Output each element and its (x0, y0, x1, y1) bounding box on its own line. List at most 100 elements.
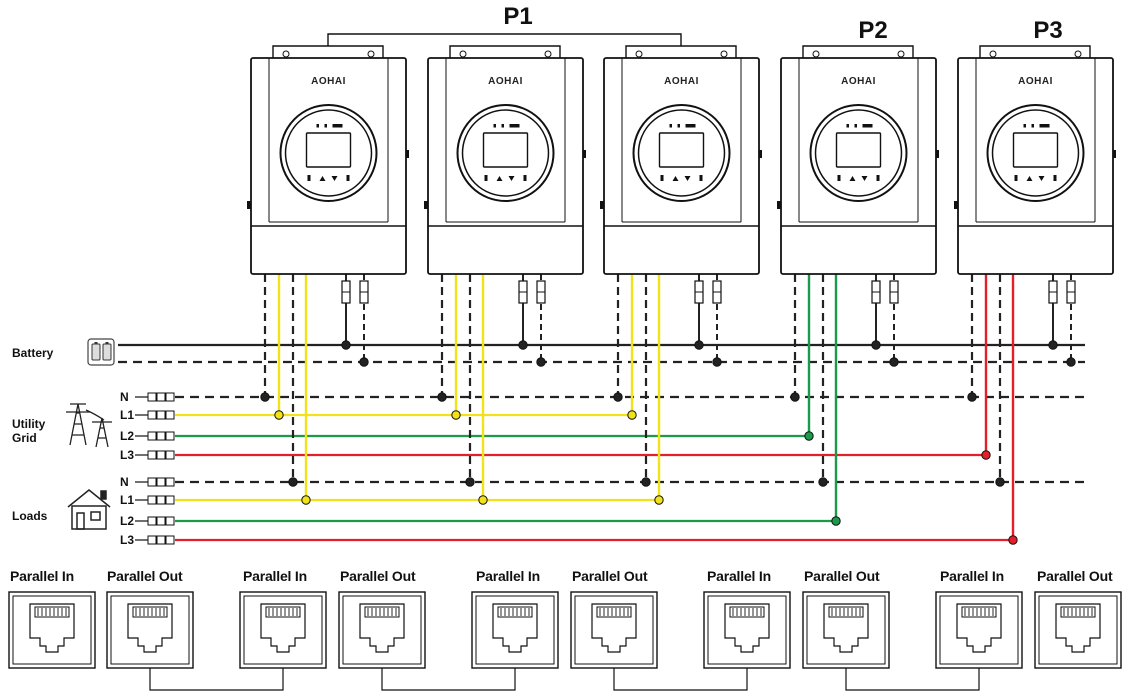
mounting-hole-icon (635, 50, 643, 58)
indicator-icon (337, 124, 343, 128)
indicator-icon (854, 124, 857, 128)
phase-junction-dot (831, 516, 841, 526)
rj45-contacts (1060, 606, 1096, 618)
enter-button-icon (523, 175, 527, 181)
neutral-junction-dot (437, 392, 447, 402)
rj45-contacts (265, 606, 301, 618)
brand-logo: AOHAI (488, 76, 523, 87)
terminal-cell (156, 495, 166, 505)
indicator-icon (1023, 124, 1026, 128)
battery-junction-dot (359, 357, 369, 367)
brand-logo: AOHAI (1018, 76, 1053, 87)
indicator-icon (324, 124, 327, 128)
status-indicator-icons (669, 124, 696, 128)
indicator-icon (501, 124, 504, 128)
grid-line-l2-label: L2 (120, 429, 134, 443)
battery-junction-dot (712, 357, 722, 367)
parallel-in-port-5 (935, 591, 1023, 669)
phase-group-label-p2: P2 (858, 17, 887, 44)
house-icon (67, 489, 111, 530)
battery-junction-dot (1048, 340, 1058, 350)
mounting-bracket (802, 45, 914, 58)
side-knob (247, 201, 251, 209)
mounting-hole-icon (544, 50, 552, 58)
neutral-junction-dot (641, 477, 651, 487)
parallel-in-label-2: Parallel In (243, 568, 307, 584)
parallel-out-port-2 (338, 591, 426, 669)
neutral-junction-dot (818, 477, 828, 487)
p1-group-bracket (327, 33, 682, 46)
terminal-cell (147, 516, 157, 526)
indicator-icon (669, 124, 672, 128)
terminal-block (147, 516, 175, 526)
phase-junction-dot (1008, 535, 1018, 545)
indicator-icon (316, 124, 319, 128)
mounting-hole-icon (812, 50, 820, 58)
indicator-icon (1031, 124, 1034, 128)
status-indicator-icons (316, 124, 343, 128)
mounting-bracket (272, 45, 384, 58)
terminal-cell (147, 392, 157, 402)
control-buttons (307, 175, 350, 181)
battery-junction-dot (889, 357, 899, 367)
rj45-contacts (34, 606, 70, 618)
parallel-comm-cable (845, 668, 980, 691)
status-indicator-icons (846, 124, 873, 128)
grid-line-l3-label: L3 (120, 448, 134, 462)
parallel-in-port-1 (8, 591, 96, 669)
tower-left (66, 403, 90, 446)
status-indicator-icons (1023, 124, 1050, 128)
indicator-icon (685, 124, 691, 128)
battery-junction-dot (536, 357, 546, 367)
terminal-cell (147, 535, 157, 545)
wiring-layer (118, 274, 1085, 545)
terminal-cell (156, 477, 166, 487)
mounting-hole-icon (282, 50, 290, 58)
terminal-cell (156, 410, 166, 420)
terminal-cell (147, 431, 157, 441)
terminal-cell (165, 495, 175, 505)
parallel-in-label-5: Parallel In (940, 568, 1004, 584)
status-indicator-icons (493, 124, 520, 128)
indicator-icon (690, 124, 696, 128)
up-arrow-icon (849, 176, 856, 181)
parallel-out-label-2: Parallel Out (340, 568, 416, 584)
rj45-contacts (729, 606, 765, 618)
control-buttons (484, 175, 527, 181)
labels-layer: P1 P2 P3 Battery Utility Grid Loads N L1… (10, 3, 1113, 584)
terminal-cell (156, 535, 166, 545)
side-knob (759, 150, 762, 158)
load-line-l2-label: L2 (120, 514, 134, 528)
neutral-junction-dot (288, 477, 298, 487)
side-knob (583, 150, 586, 158)
lcd-screen (658, 132, 705, 168)
terminal-cell (165, 535, 175, 545)
power-cable (85, 409, 105, 421)
battery-terminal (94, 342, 98, 345)
menu-button-icon (484, 175, 488, 181)
battery-junction-dot (1066, 357, 1076, 367)
indicator-icon (514, 124, 520, 128)
icons-layer (66, 338, 115, 530)
loads-label: Loads (12, 509, 48, 523)
mounting-hole-icon (459, 50, 467, 58)
neutral-junction-dot (790, 392, 800, 402)
house-door (76, 512, 85, 530)
indicator-icon (493, 124, 496, 128)
mounting-bracket (625, 45, 737, 58)
indicator-icon (862, 124, 868, 128)
side-knob (600, 201, 604, 209)
parallel-out-label-1: Parallel Out (107, 568, 183, 584)
menu-button-icon (1014, 175, 1018, 181)
brand-logo: AOHAI (311, 76, 346, 87)
indicator-icon (846, 124, 849, 128)
mounting-bracket (979, 45, 1091, 58)
neutral-junction-dot (465, 477, 475, 487)
phase-junction-dot (301, 495, 311, 505)
enter-button-icon (876, 175, 880, 181)
inverter-unit-2: AOHAI (424, 45, 586, 275)
phase-junction-dot (451, 410, 461, 420)
battery-junction-dot (871, 340, 881, 350)
terminal-block (147, 450, 175, 460)
